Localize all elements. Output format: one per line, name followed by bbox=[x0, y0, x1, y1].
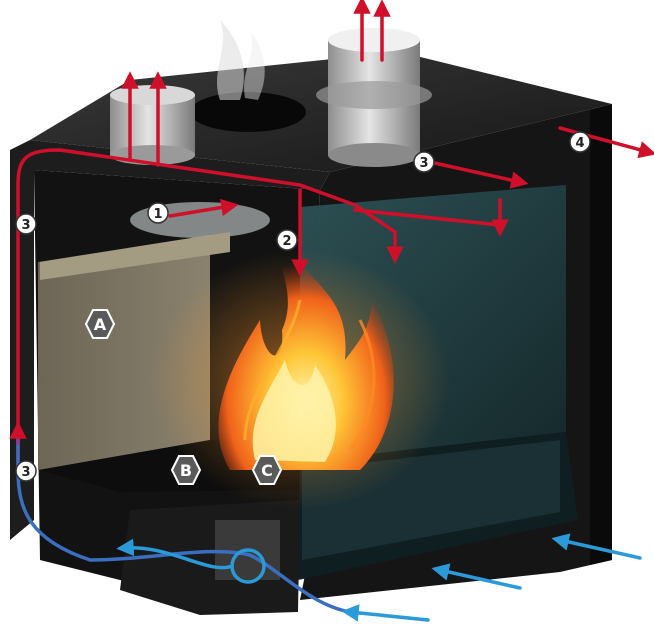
badge-3c-label: 3 bbox=[21, 465, 30, 480]
hot-air-path-top bbox=[16, 148, 404, 472]
fire bbox=[150, 240, 450, 510]
cold-air-in-right bbox=[551, 533, 642, 560]
badge-3b-label: 3 bbox=[419, 156, 428, 171]
hot-air-path-3 bbox=[428, 160, 529, 189]
hot-air-path-4 bbox=[558, 126, 654, 159]
badge-4: 4 bbox=[569, 131, 591, 153]
baffle-plate bbox=[40, 232, 230, 280]
top-outlets bbox=[110, 20, 432, 167]
badge-3-right: 3 bbox=[413, 151, 435, 173]
badge-2: 2 bbox=[276, 229, 298, 251]
flue-pipe-bottom bbox=[328, 143, 420, 167]
flue-pipe-top bbox=[328, 28, 420, 52]
left-pipe-top bbox=[110, 85, 195, 105]
cold-air-in-mid bbox=[431, 563, 522, 590]
cold-air-swirl-out bbox=[116, 538, 234, 570]
badge-3a-label: 3 bbox=[21, 218, 30, 233]
zone-B-badge: B bbox=[170, 455, 202, 485]
badge-4-label: 4 bbox=[575, 136, 584, 151]
zone-A-label: A bbox=[94, 315, 107, 334]
smoke-outlet bbox=[190, 92, 306, 132]
badge-2-label: 2 bbox=[282, 234, 291, 249]
zone-C-badge: C bbox=[251, 455, 283, 485]
hot-air-paths bbox=[16, 0, 654, 472]
badge-1: 1 bbox=[147, 202, 169, 224]
flame-lick bbox=[243, 299, 302, 441]
cold-to-hot-path bbox=[16, 428, 352, 614]
smoke-wisp bbox=[217, 20, 244, 100]
badge-3-left-bottom: 3 bbox=[15, 460, 37, 482]
right-edge bbox=[590, 104, 612, 565]
zone-B-label: B bbox=[180, 461, 192, 480]
left-frame bbox=[10, 140, 330, 540]
zone-C-label: C bbox=[261, 461, 273, 480]
flue-collar bbox=[316, 81, 432, 109]
airflow-1-arrow bbox=[168, 198, 239, 218]
flame-core bbox=[252, 360, 336, 462]
number-badges: 1 2 3 3 3 4 bbox=[15, 131, 591, 482]
badge-3-left-top: 3 bbox=[15, 213, 37, 235]
badge-1-label: 1 bbox=[153, 207, 162, 222]
hot-air-path-right bbox=[353, 208, 502, 227]
cold-air-in-bottom bbox=[341, 604, 430, 622]
zone-A-badge: A bbox=[84, 309, 116, 339]
flame-lick bbox=[348, 319, 376, 451]
smoke-wisp bbox=[244, 30, 265, 100]
zone-badges: A B C bbox=[84, 309, 283, 485]
cold-air-paths bbox=[116, 533, 642, 622]
